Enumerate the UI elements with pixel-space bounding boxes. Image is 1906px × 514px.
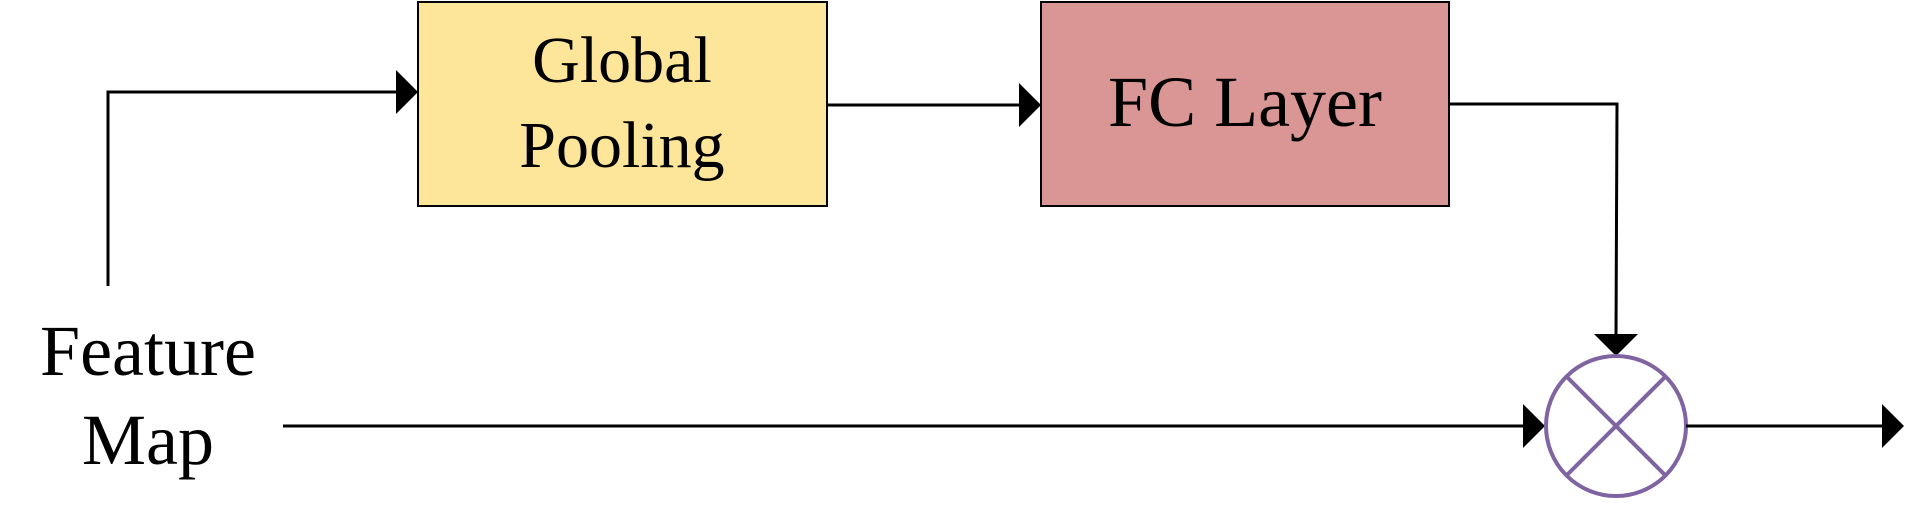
fc-layer-block: FC Layer [1040, 1, 1450, 207]
fc-layer-box [1040, 1, 1450, 207]
arrow-feature-to-multiply [283, 404, 1545, 448]
arrow-pooling-to-fc [827, 83, 1041, 127]
arrowhead-right-icon [1523, 404, 1545, 448]
global-pooling-label-line2: Pooling [519, 109, 724, 182]
arrow-fc-to-multiply [1449, 102, 1638, 356]
arrow-output [1686, 404, 1904, 448]
arrowhead-right-icon [1882, 404, 1904, 448]
fc-layer-label: FC Layer [1108, 62, 1382, 142]
feature-map-label-line1: Feature [40, 311, 256, 391]
global-pooling-label-line1: Global [532, 24, 712, 97]
multiply-circle-icon [1544, 354, 1688, 498]
arrowhead-right-icon [1019, 83, 1041, 127]
arrow-feature-to-pooling [106, 70, 418, 286]
global-pooling-box [417, 1, 828, 207]
arrowhead-down-icon [1594, 334, 1638, 356]
global-pooling-block: Global Pooling [417, 1, 828, 207]
feature-map-label-line2: Map [82, 400, 214, 480]
arrowhead-right-icon [396, 70, 418, 114]
feature-map-label: Feature Map [40, 311, 256, 480]
